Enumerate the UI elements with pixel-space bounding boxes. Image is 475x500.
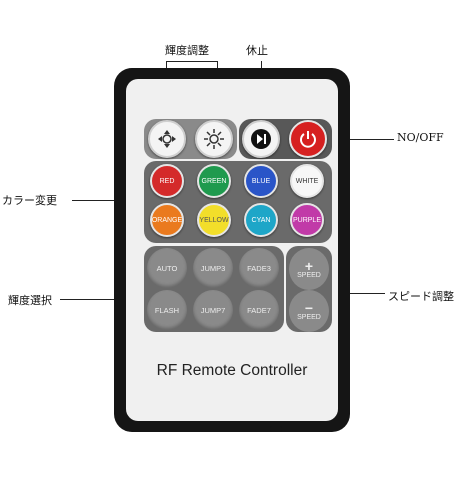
color-button-label: ORANGE [151,216,183,224]
mode-button-label: JUMP7 [200,305,226,315]
color-button-red[interactable]: RED [150,164,184,198]
brightness-down-button[interactable] [148,120,186,158]
mode-button-label: FADE7 [247,305,271,315]
mode-button-label: FLASH [154,305,180,315]
color-button-purple[interactable]: PURPLE [290,203,324,237]
mode-button-label: JUMP3 [200,263,226,273]
plus-icon: + [304,257,314,274]
speed-down-label: SPEED [297,313,321,321]
play-pause-icon [251,129,271,149]
color-button-label: BLUE [251,177,271,185]
color-button-green[interactable]: GREEN [197,164,231,198]
mode-button-auto[interactable]: AUTO [147,248,187,288]
callout-pause: 休止 [246,44,268,57]
color-button-label: CYAN [251,216,271,224]
color-button-label: GREEN [201,177,227,185]
mode-button-jump7[interactable]: JUMP7 [193,290,233,330]
remote-bottom-tab [270,426,282,432]
callout-brightness-select: 輝度選択 [8,294,52,307]
play-pause-button[interactable] [242,120,280,158]
minus-icon: − [304,299,314,316]
color-button-orange[interactable]: ORANGE [150,203,184,237]
color-button-label: PURPLE [292,216,321,224]
mode-button-flash[interactable]: FLASH [147,290,187,330]
callout-brightness-adjust: 輝度調整 [165,44,209,57]
callout-color-change: カラー変更 [2,194,57,207]
color-button-white[interactable]: WHITE [290,164,324,198]
mode-button-label: AUTO [156,263,178,273]
sun-bright-icon [204,129,224,149]
color-button-cyan[interactable]: CYAN [244,203,278,237]
callout-speed-adjust: スピード調整 [388,290,454,303]
speed-up-label: SPEED [297,271,321,279]
mode-button-fade7[interactable]: FADE7 [239,290,279,330]
remote-title: RF Remote Controller [156,362,308,379]
color-button-label: RED [159,177,175,185]
color-button-label: YELLOW [199,216,229,224]
color-button-blue[interactable]: BLUE [244,164,278,198]
speed-up-button[interactable]: + SPEED [289,248,329,290]
speed-down-button[interactable]: − SPEED [289,290,329,332]
mode-button-fade3[interactable]: FADE3 [239,248,279,288]
callout-on-off: NO/OFF [397,131,444,144]
power-button[interactable] [289,120,327,158]
mode-button-label: FADE3 [247,263,271,273]
color-button-yellow[interactable]: YELLOW [197,203,231,237]
sun-icon [158,130,176,148]
color-button-label: WHITE [295,177,319,185]
mode-button-jump3[interactable]: JUMP3 [193,248,233,288]
brightness-up-button[interactable] [195,120,233,158]
power-icon [300,131,316,148]
